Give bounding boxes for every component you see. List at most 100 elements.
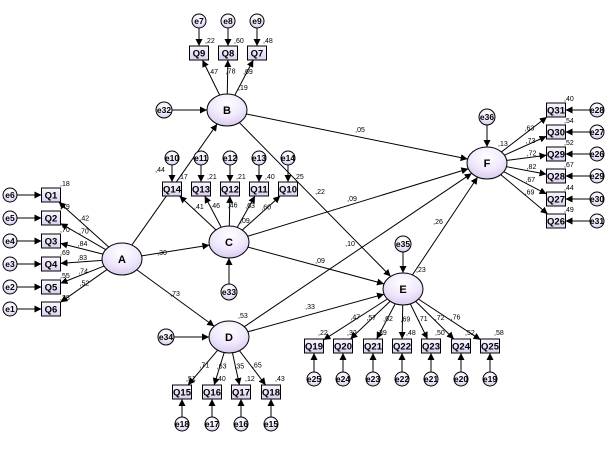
loading-q29: ,72 [527, 151, 537, 158]
error-label-e16: e16 [234, 419, 248, 429]
item-box-q8 [218, 45, 238, 61]
error-node-e12 [222, 150, 238, 166]
latent-label-c: C [225, 237, 233, 249]
loading-q31: ,63 [525, 126, 535, 133]
error-label-e7: e7 [194, 16, 204, 26]
item-label-q24: Q24 [452, 342, 471, 353]
loading-arrow-a-q2 [60, 223, 107, 251]
item-r2-q20: ,32 [347, 330, 357, 337]
error-label-e28: e28 [590, 105, 604, 115]
r2-e: ,23 [416, 267, 426, 274]
item-r2-q17: ,12 [245, 376, 255, 383]
error-label-e35: e35 [396, 239, 410, 249]
item-r2-q12: ,21 [236, 174, 246, 181]
path-c-to-f [247, 167, 469, 237]
item-label-q6: Q6 [45, 305, 58, 316]
loading-arrow-a-q5 [60, 265, 105, 284]
error-node-e5 [2, 210, 18, 226]
item-r2-q10: ,25 [294, 174, 304, 181]
error-node-e17 [204, 416, 220, 432]
item-box-q25 [480, 338, 500, 354]
loading-arrow-f-q27 [503, 171, 547, 195]
item-r2-q22: ,48 [406, 330, 416, 337]
item-r2-q19: ,22 [318, 330, 328, 337]
loading-arrow-b-q7 [234, 59, 254, 96]
item-box-q4 [41, 256, 61, 272]
error-label-e31: e31 [590, 216, 604, 226]
item-box-q1 [41, 187, 61, 203]
error-label-e20: e20 [454, 374, 468, 384]
item-label-q20: Q20 [334, 342, 352, 353]
error-node-e18 [174, 416, 190, 432]
item-label-q14: Q14 [163, 185, 182, 196]
latent-label-d: D [225, 332, 233, 344]
item-label-q18: Q18 [262, 388, 280, 399]
item-box-q22 [392, 338, 412, 354]
loading-q4: ,83 [77, 255, 87, 262]
item-r2-q24: ,52 [465, 330, 475, 337]
error-label-e18: e18 [175, 419, 189, 429]
path-b-to-f [246, 113, 468, 162]
error-node-e32 [155, 101, 173, 119]
loading-arrow-c-q12 [226, 195, 234, 227]
error-node-e1 [2, 301, 18, 317]
path-coef-a-c: ,30 [157, 250, 167, 257]
path-coef-c-f: ,09 [347, 196, 357, 203]
loading-q8: ,78 [226, 68, 236, 75]
loading-arrow-d-q16 [212, 352, 225, 386]
item-r2-q5: ,55 [60, 273, 70, 280]
item-label-q29: Q29 [547, 150, 565, 161]
item-label-q26: Q26 [547, 217, 565, 228]
loading-arrow-c-q11 [236, 195, 256, 228]
error-label-e10: e10 [165, 153, 179, 163]
loading-q14: ,41 [194, 204, 204, 211]
latent-node-a [101, 242, 143, 276]
error-label-e21: e21 [424, 374, 438, 384]
error-node-e23 [365, 371, 381, 387]
error-node-e15 [263, 416, 279, 432]
item-label-q16: Q16 [203, 388, 221, 399]
path-coef-d-f: ,10 [345, 241, 355, 248]
loading-arrow-e-q20 [350, 300, 391, 340]
item-r2-q25: ,58 [494, 330, 504, 337]
error-label-e34: e34 [159, 332, 173, 342]
loading-arrow-a-q4 [60, 259, 103, 267]
loading-q26: ,69 [525, 189, 535, 196]
item-r2-q13: ,21 [207, 174, 217, 181]
loading-arrow-a-q3 [60, 241, 104, 255]
item-r2-q1: ,18 [60, 181, 70, 188]
item-label-q13: Q13 [192, 185, 210, 196]
item-r2-q7: ,48 [263, 38, 273, 45]
path-d-to-e [247, 292, 385, 333]
item-r2-q15: ,51 [186, 376, 196, 383]
loading-arrow-f-q30 [504, 135, 547, 156]
loading-q19: ,47 [350, 315, 360, 322]
error-label-e17: e17 [205, 419, 219, 429]
path-d-to-f [244, 172, 472, 328]
item-label-q9: Q9 [193, 49, 206, 60]
loading-q3: ,84 [78, 241, 88, 248]
coefficient-labels: ,44,30,73,05,22,09,09,10,33,26,42,70,84,… [60, 38, 574, 383]
item-r2-q18: ,43 [275, 376, 285, 383]
error-label-e33: e33 [222, 287, 236, 297]
loading-q12: ,46 [228, 203, 238, 210]
error-node-e3 [2, 256, 18, 272]
loading-arrow-e-q21 [376, 303, 396, 340]
error-label-e15: e15 [264, 419, 278, 429]
loading-arrow-e-q24 [415, 301, 455, 340]
item-label-q15: Q15 [173, 388, 192, 399]
error-label-e27: e27 [590, 127, 604, 137]
item-box-q13 [191, 181, 211, 197]
item-box-q9 [189, 45, 209, 61]
latent-label-b: B [223, 105, 231, 117]
loading-q7: ,69 [243, 69, 253, 76]
item-label-q12: Q12 [221, 185, 239, 196]
path-coef-e-f: ,26 [433, 219, 443, 226]
loading-arrow-e-q22 [398, 304, 406, 340]
item-r2-q30: ,54 [564, 118, 574, 125]
error-label-e2: e2 [5, 282, 15, 292]
item-box-q23 [421, 338, 441, 354]
loading-q5: ,74 [78, 269, 88, 276]
item-r2-q29: ,52 [564, 140, 574, 147]
